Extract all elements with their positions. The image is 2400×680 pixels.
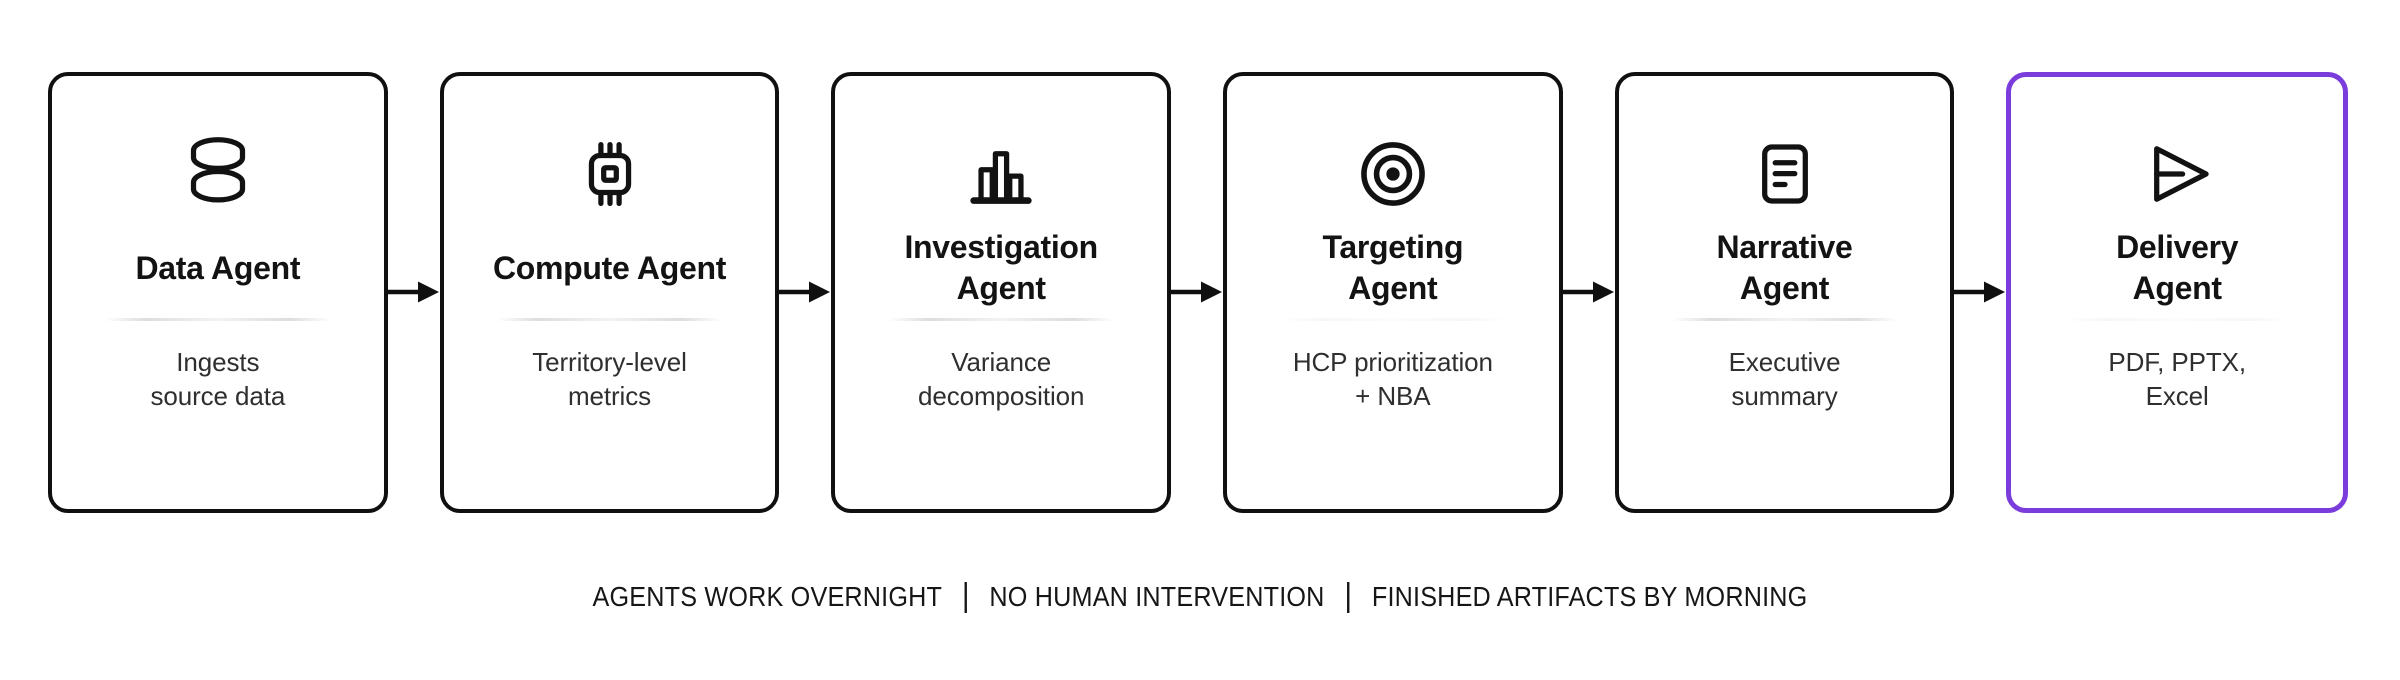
agent-description: Executive summary xyxy=(1728,347,1841,411)
title-box: Targeting Agent xyxy=(1322,226,1463,310)
database-icon xyxy=(190,137,245,203)
agent-description: Ingests source data xyxy=(150,347,286,411)
agent-title: Data Agent xyxy=(135,249,301,286)
flow-arrow-5 xyxy=(1954,72,2006,513)
flow-arrow-1 xyxy=(387,72,440,513)
divider xyxy=(888,318,1114,321)
arrow-right-icon xyxy=(387,281,439,303)
divider xyxy=(1280,318,1506,321)
arrow-right-icon xyxy=(779,281,831,303)
target-icon xyxy=(1360,142,1425,206)
title-box: Narrative Agent xyxy=(1716,226,1852,310)
flow-arrow-3 xyxy=(1171,72,1223,513)
divider xyxy=(105,318,331,321)
footer-item-no-intervention: NO HUMAN INTERVENTION xyxy=(989,581,1325,612)
agent-description: PDF, PPTX, Excel xyxy=(2108,347,2247,411)
divider xyxy=(2064,318,2290,321)
footer-caption: AGENTS WORK OVERNIGHT | NO HUMAN INTERVE… xyxy=(592,576,1808,616)
footer-separator: | xyxy=(961,576,970,613)
arrow-right-icon xyxy=(1562,281,1614,303)
agent-title: Compute Agent xyxy=(492,249,727,286)
arrow-right-icon xyxy=(1954,281,2006,303)
agent-title: Delivery Agent xyxy=(2116,229,2239,306)
title-box: Delivery Agent xyxy=(2116,226,2238,310)
title-box: Data Agent xyxy=(135,226,300,310)
agent-card-targeting: Targeting Agent HCP prioritization + NBA xyxy=(1223,72,1563,513)
cpu-chip-icon xyxy=(588,141,631,207)
agent-title: Investigation Agent xyxy=(904,229,1098,306)
agent-description: Variance decomposition xyxy=(918,347,1085,411)
footer-caption-wrap: AGENTS WORK OVERNIGHT | NO HUMAN INTERVE… xyxy=(0,576,2400,616)
divider xyxy=(1671,318,1898,321)
agent-flow-row: Data Agent Ingests source data Compute A… xyxy=(48,72,2349,513)
title-box: Compute Agent xyxy=(493,226,726,310)
agent-card-data: Data Agent Ingests source data xyxy=(48,72,388,513)
agent-description: Territory-level metrics xyxy=(532,347,687,411)
agent-description: HCP prioritization + NBA xyxy=(1292,347,1493,411)
divider xyxy=(496,318,723,321)
paper-plane-icon xyxy=(2154,146,2209,202)
document-icon xyxy=(1761,144,1808,204)
footer-item-overnight: AGENTS WORK OVERNIGHT xyxy=(592,581,943,612)
footer-item-artifacts: FINISHED ARTIFACTS BY MORNING xyxy=(1371,581,1808,612)
agent-card-delivery: Delivery Agent PDF, PPTX, Excel xyxy=(2006,72,2349,513)
agent-card-investigation: Investigation Agent Variance decompositi… xyxy=(831,72,1172,513)
title-box: Investigation Agent xyxy=(904,226,1098,310)
agent-card-compute: Compute Agent Territory-level metrics xyxy=(439,72,780,513)
agent-title: Narrative Agent xyxy=(1716,229,1853,306)
flow-arrow-4 xyxy=(1562,72,1615,513)
footer-separator: | xyxy=(1344,576,1353,613)
bar-chart-icon xyxy=(970,151,1032,204)
agent-card-narrative: Narrative Agent Executive summary xyxy=(1614,72,1955,513)
flow-arrow-2 xyxy=(779,72,831,513)
arrow-right-icon xyxy=(1171,281,1223,303)
agent-title: Targeting Agent xyxy=(1322,229,1464,306)
